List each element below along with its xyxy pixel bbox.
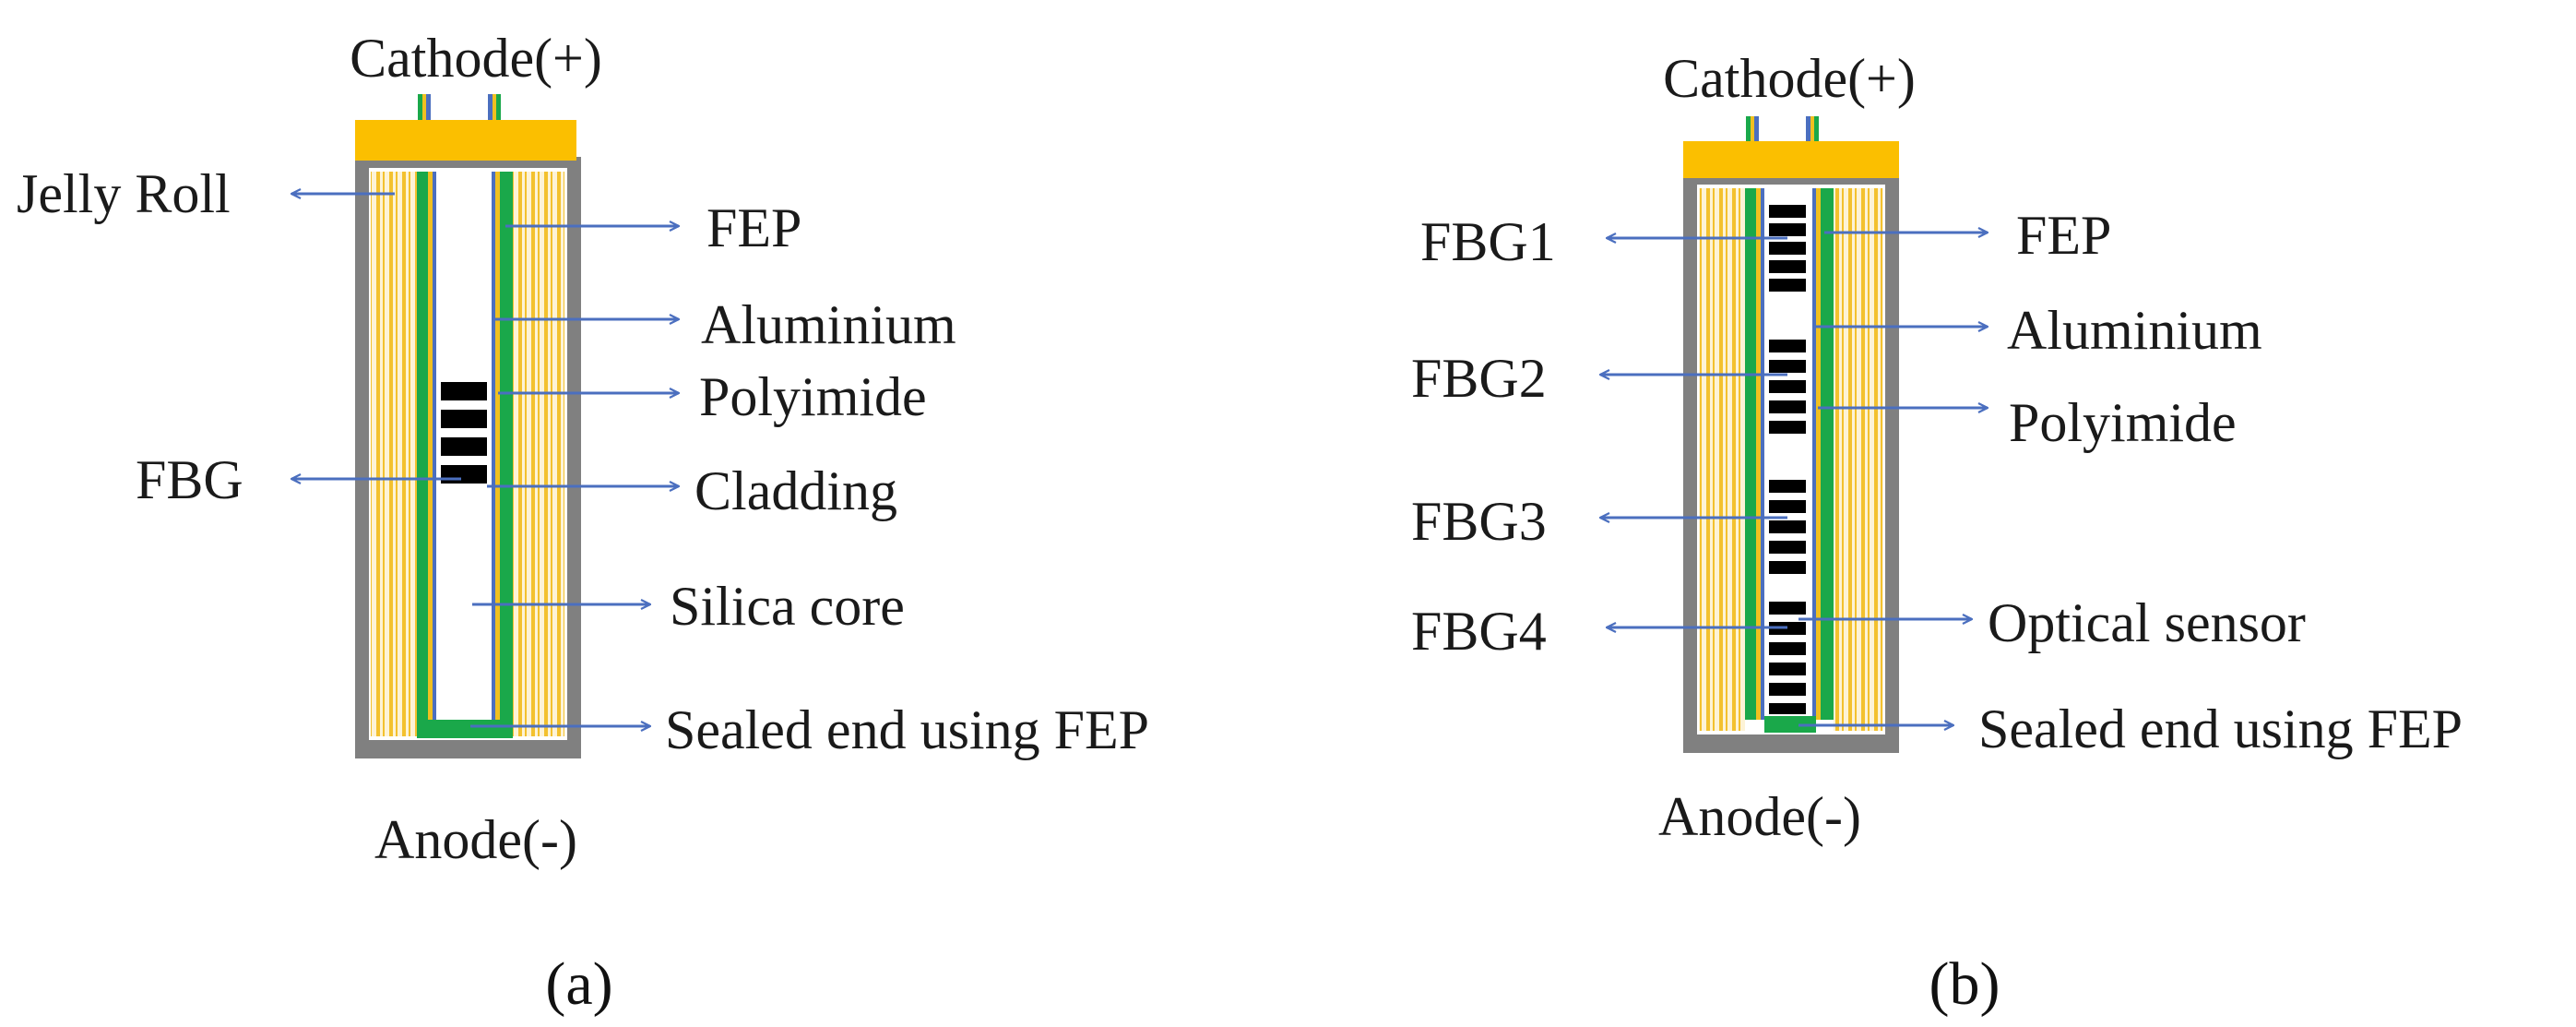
aluminium-layer-left-b <box>1761 188 1764 720</box>
battery-cell-b <box>1683 116 1899 753</box>
polyimide-layer-right-a <box>495 172 500 725</box>
jelly-roll-right-a <box>513 172 564 736</box>
sealed-end-label-b: Sealed end using FEP <box>1978 699 2463 759</box>
polyimide-layer-left-b <box>1756 188 1761 720</box>
fbg-grating-2 <box>1769 340 1806 434</box>
fep-label-a: FEP <box>706 197 801 258</box>
cathode-label-b: Cathode(+) <box>1663 48 1916 109</box>
jelly-roll-left-a <box>371 172 417 736</box>
jelly-roll-right-b <box>1834 188 1883 731</box>
fep-label-b: FEP <box>2016 205 2111 266</box>
fbg1-label: FBG1 <box>1420 211 1556 272</box>
polyimide-layer-right-b <box>1816 188 1821 720</box>
aluminium-layer-right-b <box>1812 188 1816 720</box>
aluminium-label-b: Aluminium <box>2007 300 2262 361</box>
silica-core-label-a: Silica core <box>670 576 905 637</box>
polyimide-layer-left-a <box>428 172 433 725</box>
jelly-roll-left-b <box>1699 188 1745 731</box>
arrows-a <box>291 194 679 726</box>
cathode-leads-a <box>418 94 501 120</box>
battery-cell-a <box>355 94 581 758</box>
fbg4-label: FBG4 <box>1411 601 1547 662</box>
cathode-label-a: Cathode(+) <box>350 28 602 89</box>
panel-a: Cathode(+) Anode(-) Jelly Roll FBG FEP A… <box>17 28 1149 1018</box>
anode-label-b: Anode(-) <box>1658 786 1861 847</box>
cathode-cap-b <box>1683 141 1899 178</box>
fep-layer-left-a <box>417 172 428 725</box>
sealed-end-a <box>417 720 513 738</box>
panel-b-sublabel: (b) <box>1929 950 2000 1018</box>
fbg-grating-3 <box>1769 480 1806 574</box>
sealed-end-b <box>1764 716 1816 733</box>
polyimide-label-a: Polyimide <box>699 366 927 427</box>
fbg-grating-1 <box>1769 205 1806 292</box>
aluminium-layer-right-a <box>492 172 495 725</box>
arrows-b <box>1600 233 1988 725</box>
fep-layer-left-b <box>1745 188 1756 720</box>
panel-a-sublabel: (a) <box>545 950 612 1018</box>
fbg-grating-4 <box>1769 602 1806 714</box>
polyimide-label-b: Polyimide <box>2009 392 2237 453</box>
optical-sensor-label: Optical sensor <box>1988 592 2306 653</box>
panel-b: Cathode(+) Anode(-) FBG1 FBG2 FBG3 FBG4 … <box>1411 48 2463 1018</box>
aluminium-label-a: Aluminium <box>701 294 956 355</box>
cladding-label-a: Cladding <box>694 460 897 521</box>
fep-layer-right-b <box>1821 188 1834 720</box>
aluminium-layer-left-a <box>433 172 436 725</box>
cathode-leads-b <box>1746 116 1819 141</box>
sealed-end-label-a: Sealed end using FEP <box>665 699 1149 760</box>
cathode-cap-a <box>355 120 576 161</box>
anode-label-a: Anode(-) <box>374 809 577 870</box>
fep-layer-right-a <box>500 172 513 725</box>
fbg2-label: FBG2 <box>1411 348 1547 409</box>
fbg-label-a: FBG <box>136 449 243 510</box>
jelly-roll-label: Jelly Roll <box>17 163 231 224</box>
fbg3-label: FBG3 <box>1411 491 1547 552</box>
